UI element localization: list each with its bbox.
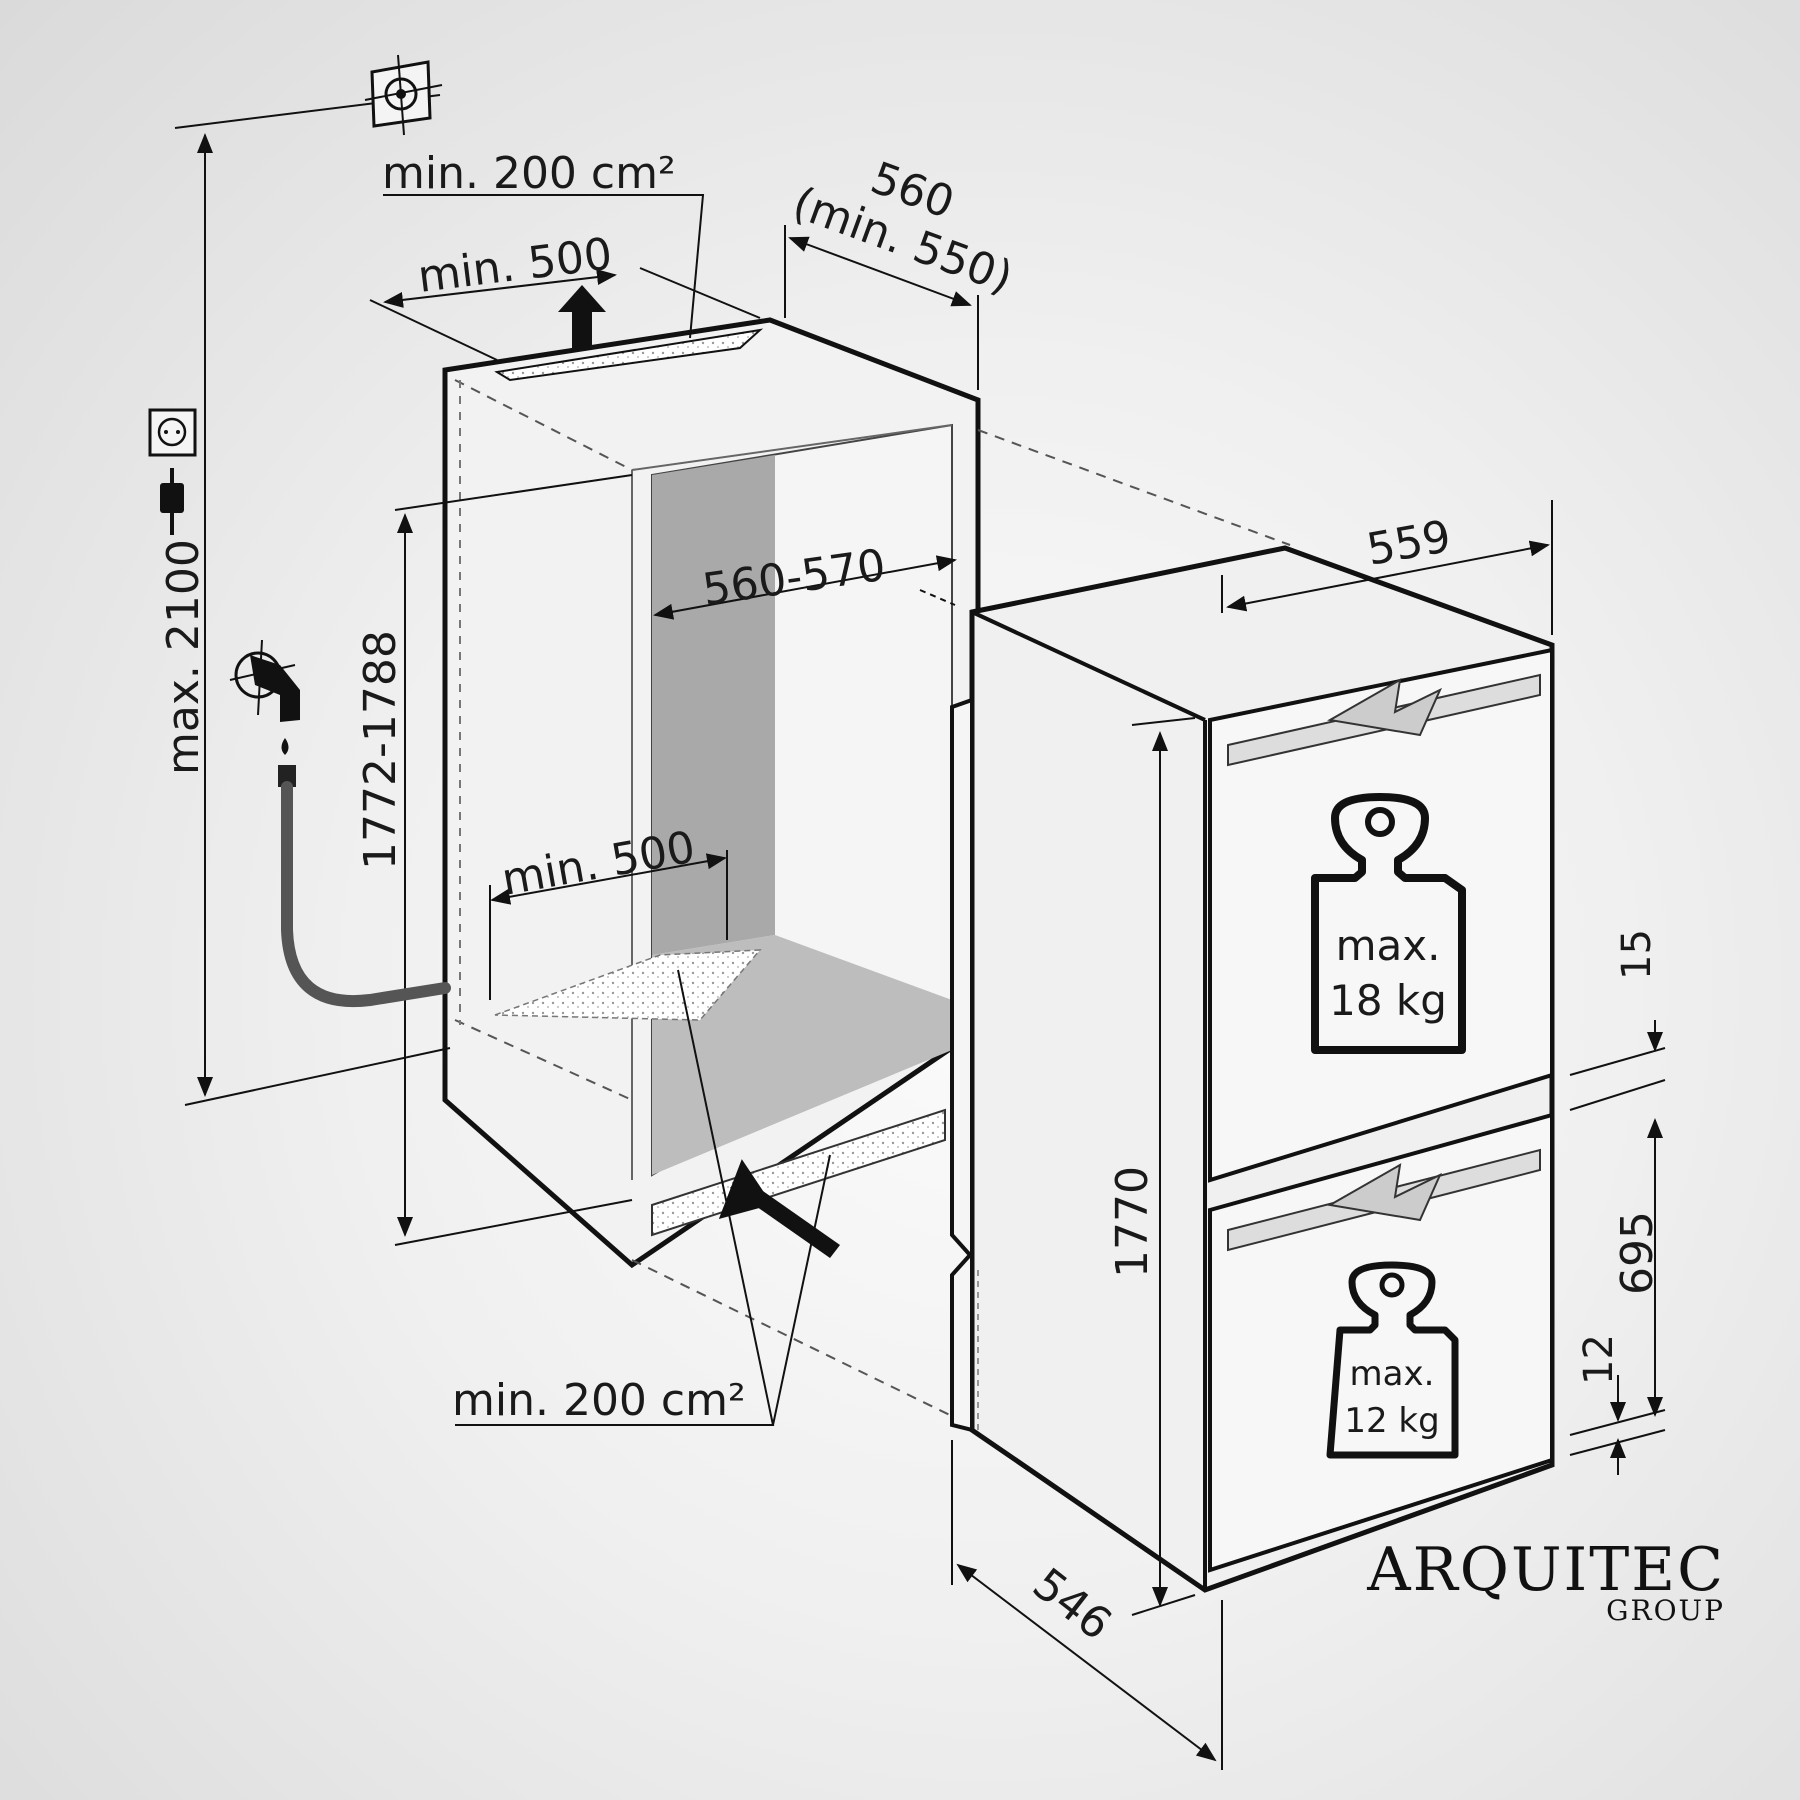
upper-load-max: max. <box>1336 921 1441 970</box>
plug-icon <box>160 468 184 535</box>
fridge-appliance <box>950 545 1555 1593</box>
door-gap-top-label: 15 <box>1614 929 1660 980</box>
water-hose <box>281 781 451 1008</box>
arquitec-logo: ARQUITEC GROUP <box>1366 1535 1725 1627</box>
upper-load-value: 18 kg <box>1329 976 1447 1025</box>
logo-sub-text: GROUP <box>1606 1594 1725 1627</box>
lower-door-height-label: 695 <box>1612 1211 1663 1295</box>
door-gap-bottom-label: 12 <box>1576 1334 1622 1385</box>
total-height-label: max. 2100 <box>158 539 209 775</box>
weight-icon: max. 12 kg <box>1326 1261 1459 1459</box>
water-tap-icon <box>229 639 300 787</box>
appliance-height-label: 1770 <box>1107 1166 1158 1278</box>
lower-load-value: 12 kg <box>1344 1401 1439 1441</box>
niche-height-label: 1772-1788 <box>355 630 406 870</box>
vent-arrow-icon <box>558 285 606 350</box>
appliance-depth-label: 546 <box>1023 1558 1121 1650</box>
logo-main-text: ARQUITEC <box>1366 1535 1725 1605</box>
dimension-lines <box>174 94 1666 1770</box>
socket-icon <box>148 408 197 457</box>
bottom-vent-area-label: min. 200 cm² <box>452 1375 746 1426</box>
crosshair-icon <box>364 54 443 136</box>
lower-load-max: max. <box>1350 1354 1435 1394</box>
top-vent-area-label: min. 200 cm² <box>382 148 676 199</box>
weight-icon: max. 18 kg <box>1311 793 1466 1054</box>
